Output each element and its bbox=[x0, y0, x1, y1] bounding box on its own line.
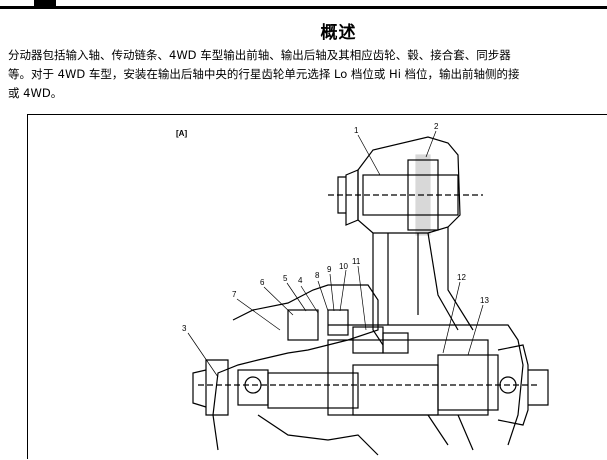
callout-8: 8 bbox=[315, 271, 320, 280]
callout-6: 6 bbox=[260, 278, 265, 287]
header-rule bbox=[0, 6, 607, 9]
callout-11: 11 bbox=[352, 257, 361, 266]
callout-3: 3 bbox=[182, 324, 187, 333]
callout-5: 5 bbox=[283, 274, 288, 283]
callout-9: 9 bbox=[327, 265, 332, 274]
page-title: 概述 bbox=[320, 23, 357, 43]
figure-label: [A] bbox=[176, 129, 188, 138]
paragraph-line: 等。对于 4WD 车型，安装在输出后轴中央的行星齿轮单元选择 Lo 档位或 Hi… bbox=[8, 67, 520, 81]
callout-1: 1 bbox=[354, 126, 359, 135]
paragraph-line: 分动器包括输入轴、传动链条、4WD 车型输出前轴、输出后轴及其相应齿轮、毂、接合… bbox=[8, 48, 511, 62]
paragraph-line: 或 4WD。 bbox=[8, 86, 63, 100]
header-tab bbox=[34, 0, 56, 6]
callout-12: 12 bbox=[457, 273, 466, 282]
transfer-case-drawing: 1 2 3 4 5 6 7 8 9 10 11 12 13 bbox=[182, 122, 549, 456]
callout-4: 4 bbox=[298, 276, 303, 285]
callout-10: 10 bbox=[339, 262, 348, 271]
callout-13: 13 bbox=[480, 296, 489, 305]
callout-2: 2 bbox=[434, 122, 439, 131]
callout-7: 7 bbox=[232, 290, 237, 299]
intro-paragraph: 分动器包括输入轴、传动链条、4WD 车型输出前轴、输出后轴及其相应齿轮、毂、接合… bbox=[8, 46, 607, 103]
transfer-case-diagram: [A] bbox=[27, 114, 607, 459]
